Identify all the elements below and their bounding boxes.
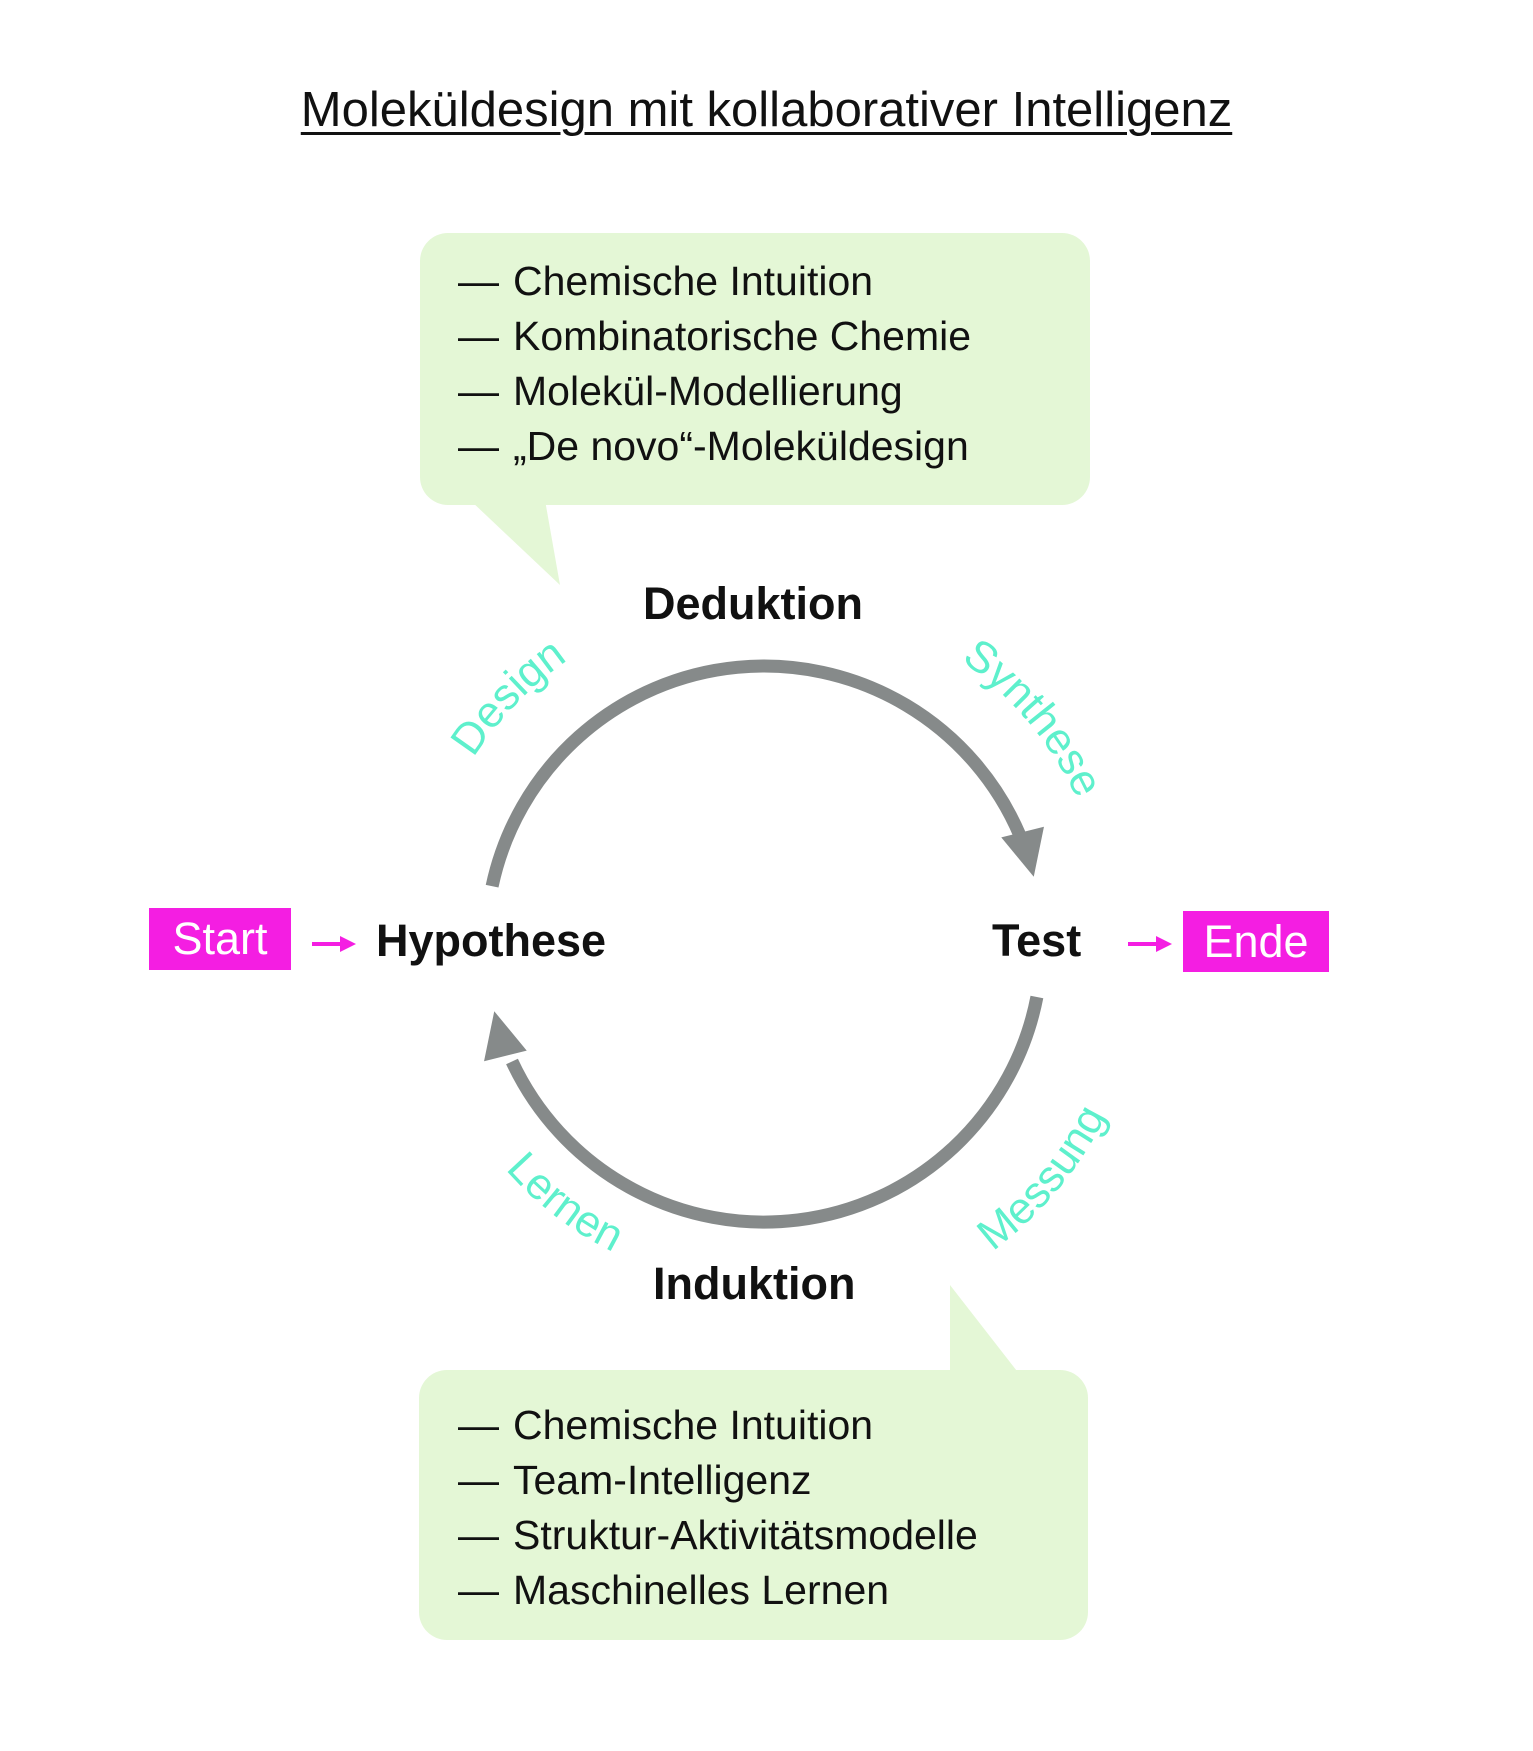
node-induktion: Induktion [653,1258,856,1309]
arrowhead-to-test [1001,826,1044,877]
arrow-right-icon [312,936,356,952]
deduction-callout-bubble [420,233,1090,585]
list-item: —„De novo“-Moleküldesign [458,423,969,469]
list-item: —Kombinatorische Chemie [458,313,972,359]
arrowhead-to-hypothese [484,1011,527,1062]
phase-label-messung: Messung [968,1097,1115,1259]
node-hypothese: Hypothese [376,915,607,966]
phase-label-design: Design [441,629,574,764]
cycle-arc-induction [506,995,1044,1229]
list-item: —Chemische Intuition [458,1402,874,1448]
arrow-right-icon [1128,936,1172,952]
end-terminal: Ende [1183,911,1329,972]
deduction-methods-list: —Chemische Intuition —Kombinatorische Ch… [458,254,971,474]
phase-label-lernen: Lernen [498,1143,632,1261]
list-item: —Team-Intelligenz [458,1457,812,1503]
cycle-arc-deduction [485,659,1026,888]
diagram-title: Moleküldesign mit kollaborativer Intelli… [300,83,1233,137]
induction-callout-bubble [419,1285,1088,1640]
start-terminal: Start [149,908,291,970]
list-item: —Struktur-Aktivitätsmodelle [458,1512,978,1558]
list-item: —Chemische Intuition [458,258,874,304]
node-deduktion: Deduktion [643,578,863,629]
list-item: —Maschinelles Lernen [458,1567,890,1613]
induction-methods-list: —Chemische Intuition —Team-Intelligenz —… [458,1398,978,1618]
node-test: Test [992,915,1082,966]
list-item: —Molekül-Modellierung [458,368,903,414]
phase-label-synthese: Synthese [955,629,1113,804]
